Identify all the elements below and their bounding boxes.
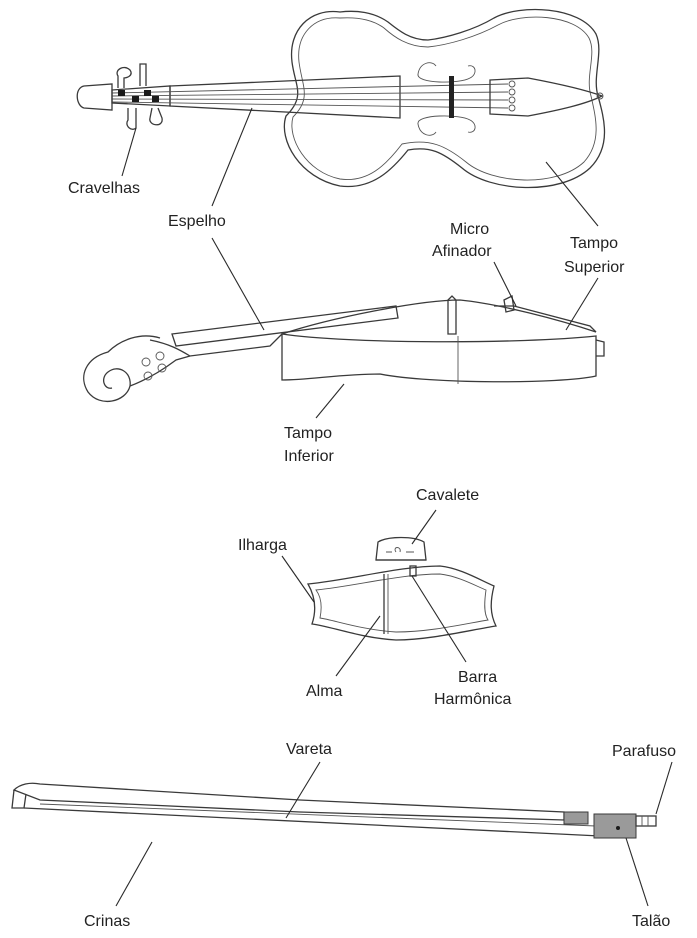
leader-alma xyxy=(335,615,381,677)
leader-crinas xyxy=(115,841,153,907)
bow-winding xyxy=(563,811,589,825)
peg-side-3 xyxy=(143,371,153,381)
cross-section-inner xyxy=(315,573,489,633)
leader-tampo-superior-side xyxy=(565,277,599,331)
label-tampo-superior-line1: Tampo xyxy=(570,235,618,252)
bass-bar xyxy=(409,565,417,577)
leader-tampo-superior-top xyxy=(545,161,599,227)
peg-2 xyxy=(139,63,147,86)
leader-cravelhas xyxy=(121,127,137,177)
peg-hole-4 xyxy=(152,96,159,102)
leader-talao xyxy=(625,837,649,907)
leader-parafuso xyxy=(655,761,673,815)
bridge-side xyxy=(447,295,457,335)
bow-head xyxy=(11,789,27,809)
bow-stick xyxy=(12,782,565,821)
fine-tuner-2 xyxy=(508,88,516,96)
bridge-cutout xyxy=(386,547,414,553)
label-barra-harmonica-line1: Barra xyxy=(458,669,497,686)
leader-cavalete xyxy=(411,509,437,545)
string-3 xyxy=(111,98,509,101)
label-ilharga: Ilharga xyxy=(238,537,287,554)
bow-hair-edge xyxy=(39,803,597,827)
string-4 xyxy=(111,101,509,109)
violin-body-purfling xyxy=(291,16,597,181)
label-vareta: Vareta xyxy=(286,741,332,758)
bow xyxy=(11,782,657,839)
leader-vareta xyxy=(285,761,321,819)
label-micro-afinador-line2: Afinador xyxy=(432,243,492,260)
label-espelho: Espelho xyxy=(168,213,226,230)
label-crinas: Crinas xyxy=(84,913,130,930)
peg-hole-1 xyxy=(118,90,125,96)
fingerboard-side xyxy=(171,305,399,347)
label-barra-harmonica-line2: Harmônica xyxy=(434,691,511,708)
pegbox-top xyxy=(76,83,113,111)
peg-hole-3 xyxy=(144,90,151,96)
leader-ilharga xyxy=(281,555,315,603)
leader-micro-afinador xyxy=(493,261,517,307)
leader-lines xyxy=(115,107,673,907)
tailpiece-side xyxy=(494,305,597,333)
f-hole-upper xyxy=(417,62,476,83)
label-cavalete: Cavalete xyxy=(416,487,479,504)
label-parafuso: Parafuso xyxy=(612,743,676,760)
label-alma: Alma xyxy=(306,683,343,700)
ribs-side xyxy=(281,333,597,383)
label-talao: Talão xyxy=(632,913,670,930)
leader-espelho-side xyxy=(211,237,265,331)
label-tampo-inferior-line1: Tampo xyxy=(284,425,332,442)
leader-tampo-inferior xyxy=(315,383,345,419)
violin-body-outline xyxy=(283,8,606,189)
leader-espelho-top xyxy=(211,107,253,207)
fine-tuner-1 xyxy=(508,80,516,88)
cross-section-body xyxy=(306,565,497,641)
pegbox-side xyxy=(129,355,191,387)
peg-side-2 xyxy=(155,351,165,361)
f-hole-lower xyxy=(417,115,476,136)
bridge-front xyxy=(375,536,427,561)
string-1 xyxy=(111,83,509,94)
bow-screw xyxy=(635,815,657,827)
micro-tuner-side xyxy=(503,295,515,313)
peg-1 xyxy=(116,66,132,88)
part-labels: Cravelhas Espelho Micro Afinador Tampo S… xyxy=(68,180,676,930)
violin-top-view xyxy=(76,8,606,189)
label-tampo-inferior-line2: Inferior xyxy=(284,448,334,465)
violin-cross-section xyxy=(306,536,497,641)
string-2 xyxy=(111,91,509,97)
label-tampo-superior-line2: Superior xyxy=(564,259,625,276)
end-button-side xyxy=(595,339,605,357)
bow-frog xyxy=(593,813,637,839)
peg-side-1 xyxy=(141,357,151,367)
leader-barra-harmonica xyxy=(411,575,467,663)
bow-hair xyxy=(23,807,601,837)
scroll-side xyxy=(83,335,161,403)
tailpiece-top xyxy=(489,77,604,117)
label-micro-afinador-line1: Micro xyxy=(450,221,489,238)
fingerboard-top xyxy=(169,75,401,119)
bridge-top xyxy=(449,76,454,118)
frog-eye xyxy=(616,826,620,830)
fine-tuner-3 xyxy=(508,96,516,104)
end-button-top xyxy=(596,92,604,100)
peg-4 xyxy=(149,107,163,126)
peg-3 xyxy=(126,108,137,130)
peg-side-4 xyxy=(157,363,167,373)
neck-side xyxy=(149,333,283,357)
top-plate-side xyxy=(281,299,597,335)
fine-tuner-4 xyxy=(508,104,516,112)
peg-hole-2 xyxy=(132,96,139,102)
violin-side-view xyxy=(83,295,605,403)
label-cravelhas: Cravelhas xyxy=(68,180,140,197)
